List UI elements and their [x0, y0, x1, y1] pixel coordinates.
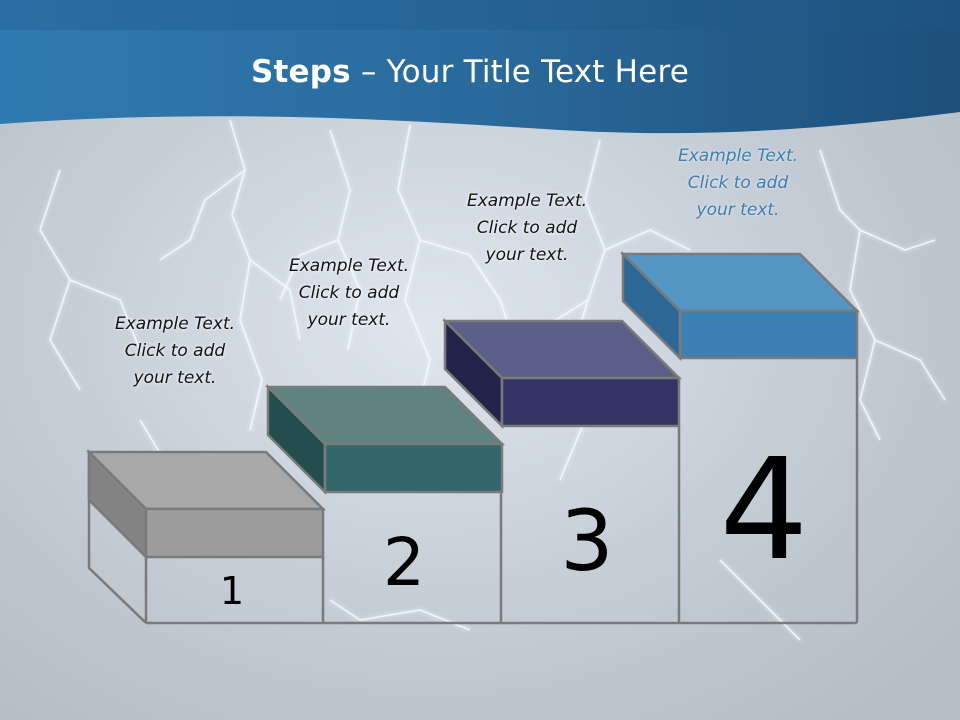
step-4-number: 4	[719, 429, 808, 592]
step-4-text[interactable]: Example Text. Click to add your text.	[677, 146, 799, 220]
step-2-block[interactable]	[264, 383, 506, 496]
title-bold: Steps	[250, 54, 351, 90]
step-3-text[interactable]: Example Text. Click to add your text.	[466, 191, 588, 265]
slide-title[interactable]: Steps – Your Title Text Here	[0, 54, 940, 90]
step-1-block-front	[144, 507, 325, 559]
step-3-block-front	[500, 376, 681, 428]
title-rest: – Your Title Text Here	[350, 54, 689, 90]
step-3-block[interactable]	[441, 317, 683, 430]
step-1-number: 1	[220, 569, 244, 613]
header-band	[0, 0, 960, 134]
step-2-block-front	[323, 442, 504, 494]
step-3-number: 3	[560, 492, 613, 590]
step-2-text[interactable]: Example Text. Click to add your text.	[288, 256, 410, 330]
step-1-text[interactable]: Example Text. Click to add your text.	[114, 314, 236, 388]
step-2-number: 2	[383, 524, 425, 601]
step-1-block[interactable]	[85, 448, 327, 561]
step-4-block[interactable]	[619, 250, 861, 362]
step-4-block-front	[678, 309, 859, 360]
